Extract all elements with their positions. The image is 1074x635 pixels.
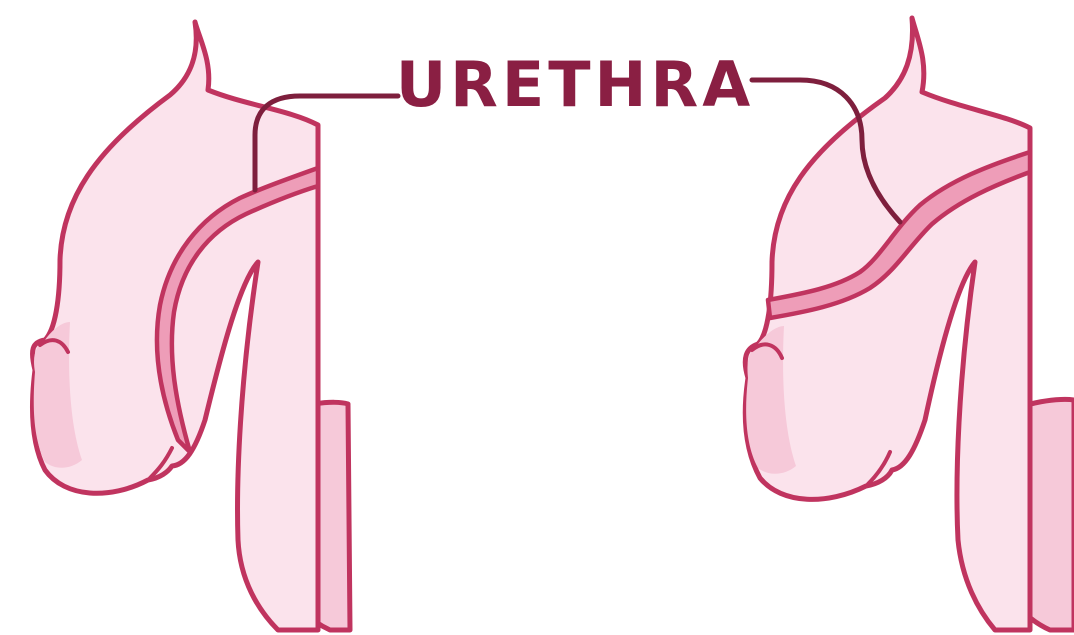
left-penis-body — [32, 22, 318, 630]
right-penis-body — [745, 18, 1030, 630]
right-illustration — [745, 18, 1074, 630]
left-illustration — [32, 22, 350, 630]
urethra-label: URETHRA — [396, 48, 754, 121]
